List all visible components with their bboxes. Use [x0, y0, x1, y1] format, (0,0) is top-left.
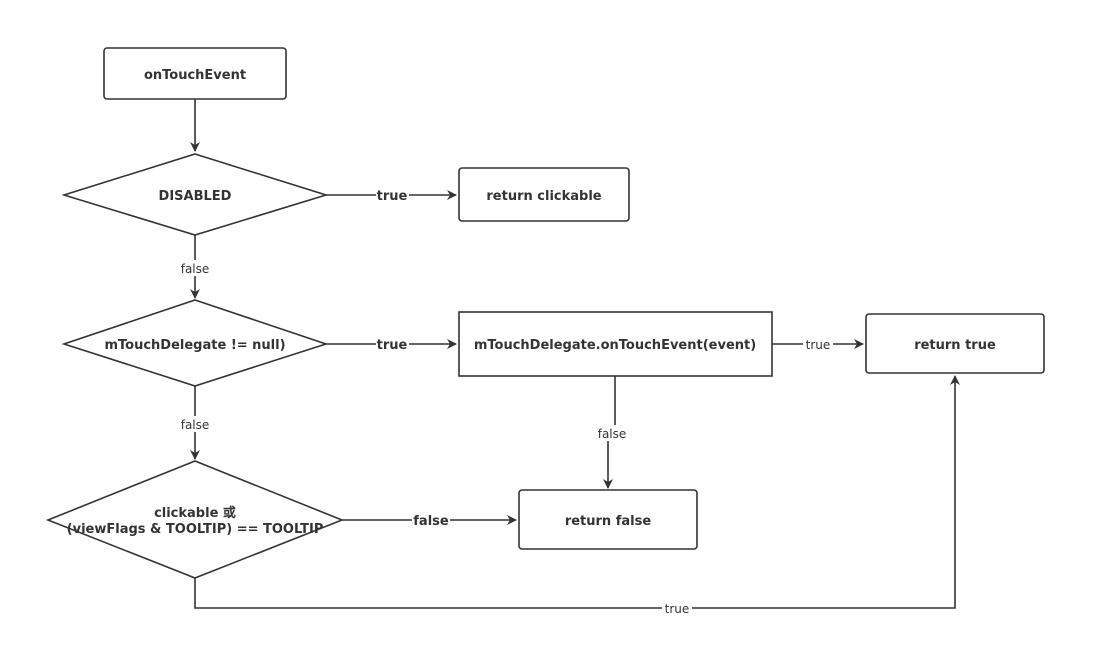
edge-label-disabled-false: false [181, 262, 210, 276]
node-return-false: return false [518, 489, 698, 550]
edge-label-disabled-true: true [377, 189, 408, 204]
edge-label-delegate-true: true [377, 338, 408, 353]
node-delegate-call: mTouchDelegate.onTouchEvent(event) [458, 311, 773, 377]
node-start: onTouchEvent [103, 47, 287, 100]
node-clickable-label-line2: (viewFlags & TOOLTIP) == TOOLTIP [67, 522, 324, 537]
edge-label-delegate-call-true: true [806, 338, 831, 352]
node-touch-delegate-decision: mTouchDelegate != null) [61, 299, 329, 387]
node-return-true: return true [865, 313, 1045, 374]
edge-clickable-true [194, 375, 960, 609]
node-start-label: onTouchEvent [144, 68, 246, 83]
edge-label-clickable-false: false [413, 514, 449, 529]
node-disabled-decision: DISABLED [61, 153, 329, 236]
node-return-true-label: return true [914, 338, 996, 353]
node-disabled-label: DISABLED [159, 189, 232, 204]
node-touch-delegate-label: mTouchDelegate != null) [104, 338, 285, 353]
node-return-false-label: return false [565, 514, 652, 529]
edge-label-clickable-true: true [665, 602, 690, 616]
node-clickable-label-line1: clickable 或 [154, 505, 236, 521]
node-return-clickable: return clickable [458, 167, 630, 222]
edge-label-delegate-call-false: false [598, 427, 627, 441]
node-return-clickable-label: return clickable [486, 189, 601, 204]
edge-labels: true false true false true false false t… [178, 187, 833, 616]
edge-label-delegate-false: false [181, 418, 210, 432]
node-delegate-call-label: mTouchDelegate.onTouchEvent(event) [474, 338, 756, 353]
node-clickable-decision: clickable 或 (viewFlags & TOOLTIP) == TOO… [45, 460, 345, 579]
